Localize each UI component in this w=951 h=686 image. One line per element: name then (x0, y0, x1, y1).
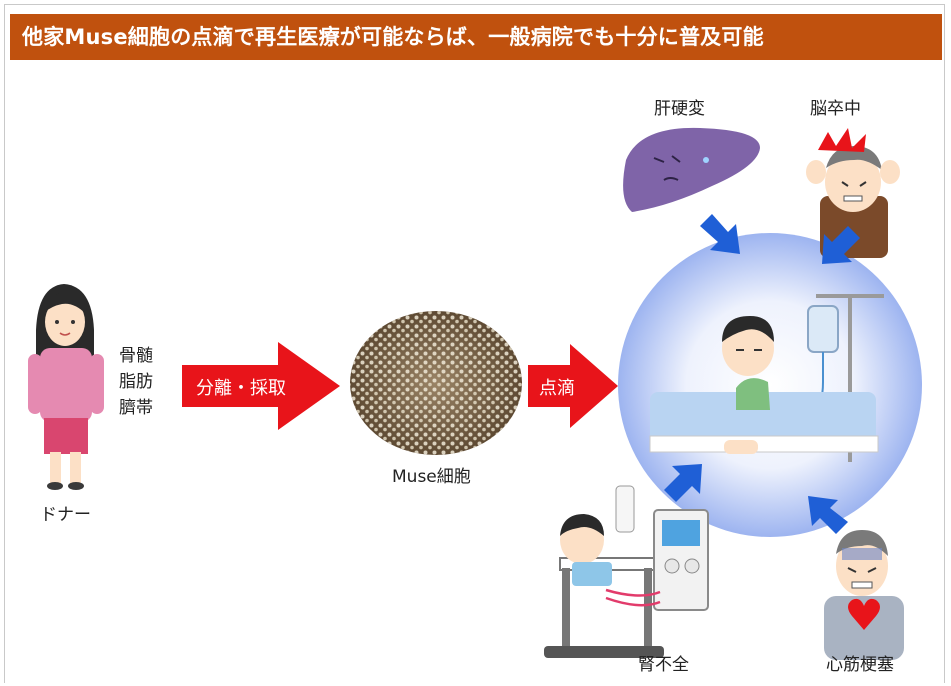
heart-attack-patient-illustration (824, 530, 904, 660)
stroke-label: 脳卒中 (810, 99, 861, 119)
arrow-from-cirrhosis (700, 214, 740, 254)
figure-frame (4, 4, 945, 683)
separation-arrow-label: 分離・採取 (196, 378, 286, 399)
iv-patient-illustration (649, 294, 884, 462)
arrow-from-renal-failure (664, 464, 702, 502)
patient-circle (618, 233, 922, 537)
liver-illustration (623, 127, 760, 212)
dialysis-patient-illustration (544, 485, 709, 658)
donor-label: ドナー (40, 505, 91, 525)
renal-failure-label: 腎不全 (638, 655, 689, 675)
infusion-arrow-label: 点滴 (539, 378, 575, 399)
source-umbilical-cord: 臍帯 (119, 398, 153, 418)
source-list: 骨髄 脂肪 臍帯 (119, 343, 153, 421)
muse-cells-label: Muse細胞 (392, 467, 471, 487)
arrow-from-stroke (822, 226, 860, 264)
arrow-from-infarction (808, 496, 848, 534)
myocardial-infarction-label: 心筋梗塞 (826, 655, 894, 675)
source-bone-marrow: 骨髄 (119, 346, 153, 366)
infusion-arrow (528, 344, 618, 428)
stroke-patient-illustration (806, 128, 900, 258)
source-fat: 脂肪 (119, 372, 153, 392)
figure-title: 他家Muse細胞の点滴で再生医療が可能ならば、一般病院でも十分に普及可能 (10, 14, 942, 60)
separation-arrow (182, 342, 340, 430)
cirrhosis-label: 肝硬変 (654, 99, 705, 119)
muse-cells-image (350, 311, 522, 455)
donor-illustration (28, 284, 104, 490)
